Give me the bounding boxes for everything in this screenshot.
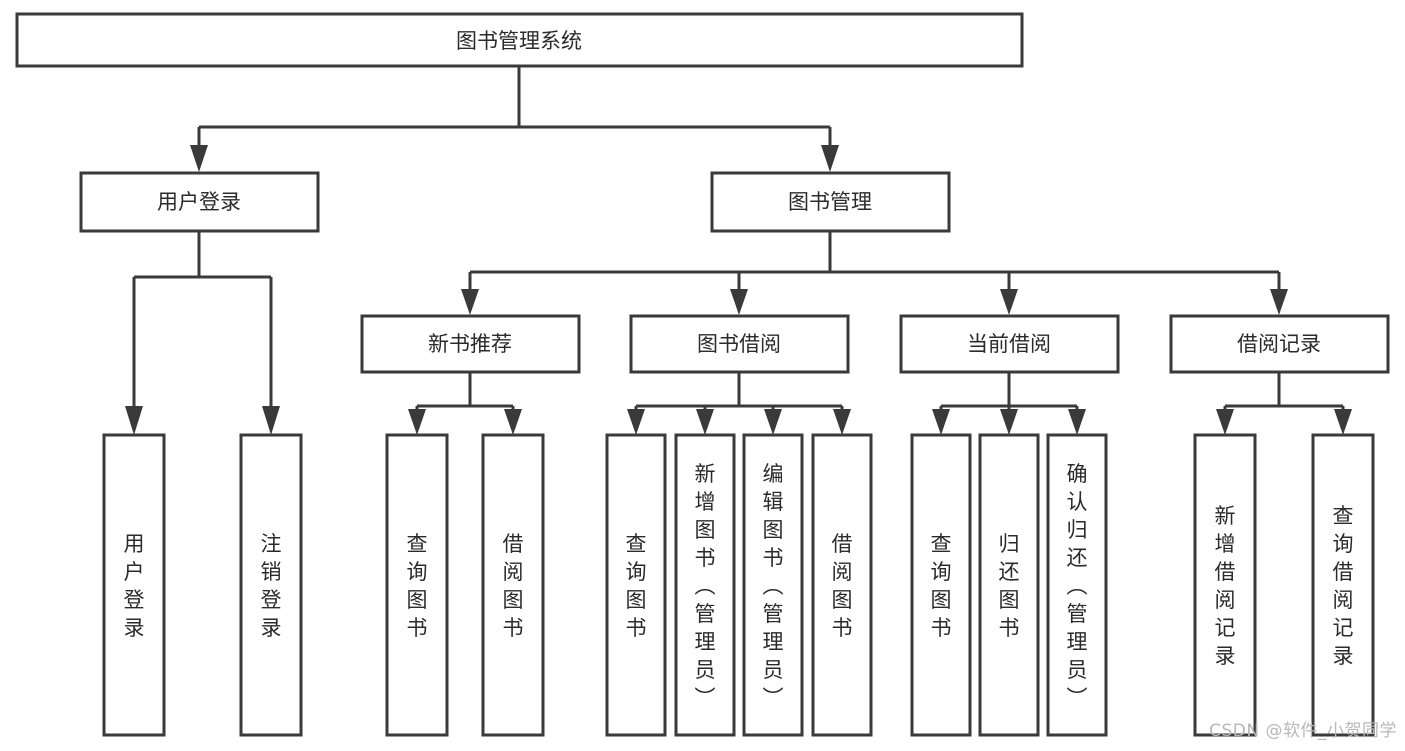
node-book-borrow[interactable]: 图书借阅: [629, 314, 850, 374]
leaf-logout[interactable]: 注销登录: [239, 433, 303, 737]
node-book-borrow-box[interactable]: [629, 314, 850, 374]
leaf-logout-label: 注销登录: [261, 532, 282, 640]
leaf-br-add-record[interactable]: 新增借阅记录: [1193, 433, 1257, 737]
leaf-nb-borrow-book-box[interactable]: [481, 433, 545, 737]
leaf-cb-query-book[interactable]: 查询图书: [910, 433, 972, 737]
leaf-bb-borrow-book-label: 借阅图书: [832, 532, 853, 640]
node-new-book-recommend-label: 新书推荐: [428, 332, 512, 356]
leaf-br-add-record-box[interactable]: [1193, 433, 1257, 737]
arrowhead-leaf-user-login: [125, 406, 143, 435]
arrowhead-cb-leaf-2: [1000, 409, 1018, 435]
arrowhead-bb-leaf-2: [696, 409, 714, 435]
node-borrow-record-box[interactable]: [1169, 314, 1390, 374]
arrowhead-cb-leaf-3: [1068, 409, 1086, 435]
leaf-nb-query-book-label: 查询图书: [407, 532, 428, 640]
csdn-watermark: CSDN @软件_小贺同学: [1209, 721, 1397, 741]
leaf-cb-return-book[interactable]: 归还图书: [978, 433, 1040, 737]
arrowhead-leaf-logout: [262, 406, 280, 435]
node-book-borrow-label: 图书借阅: [697, 332, 781, 356]
leaf-br-add-record-label: 新增借阅记录: [1215, 504, 1236, 668]
leaf-cb-confirm-return[interactable]: 确认归还︵管理员︶: [1046, 433, 1108, 737]
node-user-login-label: 用户登录: [157, 190, 241, 214]
leaf-logout-box[interactable]: [239, 433, 303, 737]
arrowhead-borrow: [730, 289, 748, 315]
node-user-login[interactable]: 用户登录: [79, 171, 320, 233]
leaf-bb-add-book-label: 新增图书︵管理员︶: [695, 462, 716, 710]
node-borrow-record[interactable]: 借阅记录: [1169, 314, 1390, 374]
leaf-bb-query-book[interactable]: 查询图书: [605, 433, 667, 737]
leaf-bb-add-book[interactable]: 新增图书︵管理员︶: [674, 433, 736, 737]
leaf-bb-edit-book-box[interactable]: [742, 433, 804, 737]
node-current-borrow-box[interactable]: [899, 314, 1120, 374]
leaf-nb-query-book[interactable]: 查询图书: [385, 433, 449, 737]
leaf-bb-query-book-label: 查询图书: [626, 532, 647, 640]
node-current-borrow-label: 当前借阅: [967, 332, 1051, 356]
leaf-cb-confirm-return-label: 确认归还︵管理员︶: [1067, 462, 1088, 710]
node-book-manage[interactable]: 图书管理: [710, 171, 951, 233]
arrowhead-record: [1270, 289, 1288, 315]
arrowhead-br-leaf-1: [1216, 409, 1234, 435]
leaf-bb-edit-book-label: 编辑图书︵管理员︶: [763, 462, 784, 710]
arrowhead-newbook: [461, 289, 479, 315]
leaf-bb-edit-book[interactable]: 编辑图书︵管理员︶: [742, 433, 804, 737]
arrowhead-book-manage: [821, 145, 839, 172]
arrowhead-cb-leaf-1: [932, 409, 950, 435]
node-root[interactable]: 图书管理系统: [15, 12, 1024, 68]
arrowhead-bb-leaf-1: [627, 409, 645, 435]
leaf-cb-query-book-label: 查询图书: [931, 532, 952, 640]
arrowhead-bb-leaf-3: [764, 409, 782, 435]
leaf-br-query-record[interactable]: 查询借阅记录: [1311, 433, 1375, 737]
node-book-manage-label: 图书管理: [788, 190, 872, 214]
leaf-bb-add-book-box[interactable]: [674, 433, 736, 737]
leaf-br-query-record-box[interactable]: [1311, 433, 1375, 737]
arrowhead-nb-leaf-2: [504, 409, 522, 435]
leaf-cb-query-book-box[interactable]: [910, 433, 972, 737]
leaf-br-query-record-label: 查询借阅记录: [1333, 504, 1354, 668]
node-user-login-box[interactable]: [79, 171, 320, 233]
arrowhead-user-login: [190, 145, 208, 172]
node-book-manage-box[interactable]: [710, 171, 951, 233]
arrowhead-bb-leaf-4: [833, 409, 851, 435]
leaf-bb-borrow-book[interactable]: 借阅图书: [811, 433, 873, 737]
arrowhead-br-leaf-2: [1334, 409, 1352, 435]
leaf-user-login-box[interactable]: [102, 433, 166, 737]
leaf-cb-return-book-label: 归还图书: [999, 532, 1020, 640]
arrowhead-current: [1000, 289, 1018, 315]
leaf-bb-borrow-book-box[interactable]: [811, 433, 873, 737]
leaf-nb-borrow-book[interactable]: 借阅图书: [481, 433, 545, 737]
leaf-user-login-label: 用户登录: [124, 532, 145, 640]
node-current-borrow[interactable]: 当前借阅: [899, 314, 1120, 374]
node-new-book-recommend[interactable]: 新书推荐: [360, 314, 581, 374]
connector-layer: [125, 66, 1352, 435]
leaf-nb-query-book-box[interactable]: [385, 433, 449, 737]
arrowhead-nb-leaf-1: [408, 409, 426, 435]
leaf-cb-confirm-return-box[interactable]: [1046, 433, 1108, 737]
leaf-cb-return-book-box[interactable]: [978, 433, 1040, 737]
leaf-bb-query-book-box[interactable]: [605, 433, 667, 737]
node-root-label: 图书管理系统: [456, 29, 582, 53]
node-new-book-recommend-box[interactable]: [360, 314, 581, 374]
leaf-nb-borrow-book-label: 借阅图书: [503, 532, 524, 640]
node-borrow-record-label: 借阅记录: [1237, 332, 1321, 356]
node-root-box[interactable]: [15, 12, 1024, 68]
leaf-user-login[interactable]: 用户登录: [102, 433, 166, 737]
